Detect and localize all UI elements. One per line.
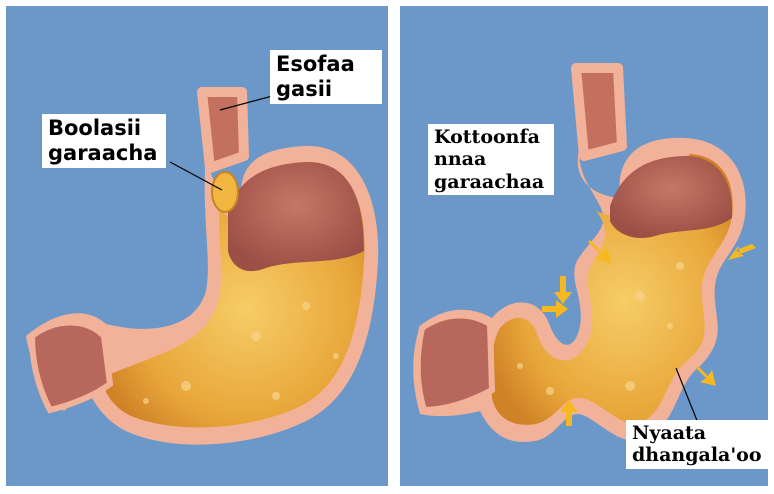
esophagus bbox=[576, 68, 622, 156]
contraction-arrow-icon bbox=[554, 276, 572, 304]
stomach-contents-label: Nyaata dhangala'oo bbox=[626, 420, 768, 469]
food-bolus-label-line1: Boolasii bbox=[48, 116, 160, 141]
contraction-arrow-icon bbox=[696, 366, 716, 386]
duodenum bbox=[418, 315, 492, 410]
contracting-stomach-illustration bbox=[400, 6, 768, 486]
food-bolus bbox=[212, 172, 238, 212]
stomach-contraction-label-line2: nnaa bbox=[434, 148, 548, 170]
food-bolus-label: Boolasii garaacha bbox=[42, 114, 166, 168]
food-bolus-label-line2: garaacha bbox=[48, 141, 160, 166]
esophagus bbox=[202, 92, 244, 168]
stomach-contraction-label: Kottoonfa nnaa garaachaa bbox=[428, 124, 554, 195]
esophagus-label-line1: Esofaa bbox=[276, 52, 376, 77]
stomach-contents-label-line2: dhangala'oo bbox=[632, 444, 762, 466]
contraction-arrow-icon bbox=[542, 300, 568, 318]
esophagus-label: Esofaa gasii bbox=[270, 50, 382, 104]
stomach-panel-contracting: Kottoonfa nnaa garaachaa Nyaata dhangala… bbox=[400, 6, 768, 486]
esophagus-label-line2: gasii bbox=[276, 77, 376, 102]
stomach-contents-label-line1: Nyaata bbox=[632, 422, 762, 444]
stomach-panel-relaxed: Esofaa gasii Boolasii garaacha bbox=[6, 6, 388, 486]
stomach-contraction-label-line1: Kottoonfa bbox=[434, 126, 548, 148]
stomach-contraction-label-line3: garaachaa bbox=[434, 171, 548, 193]
